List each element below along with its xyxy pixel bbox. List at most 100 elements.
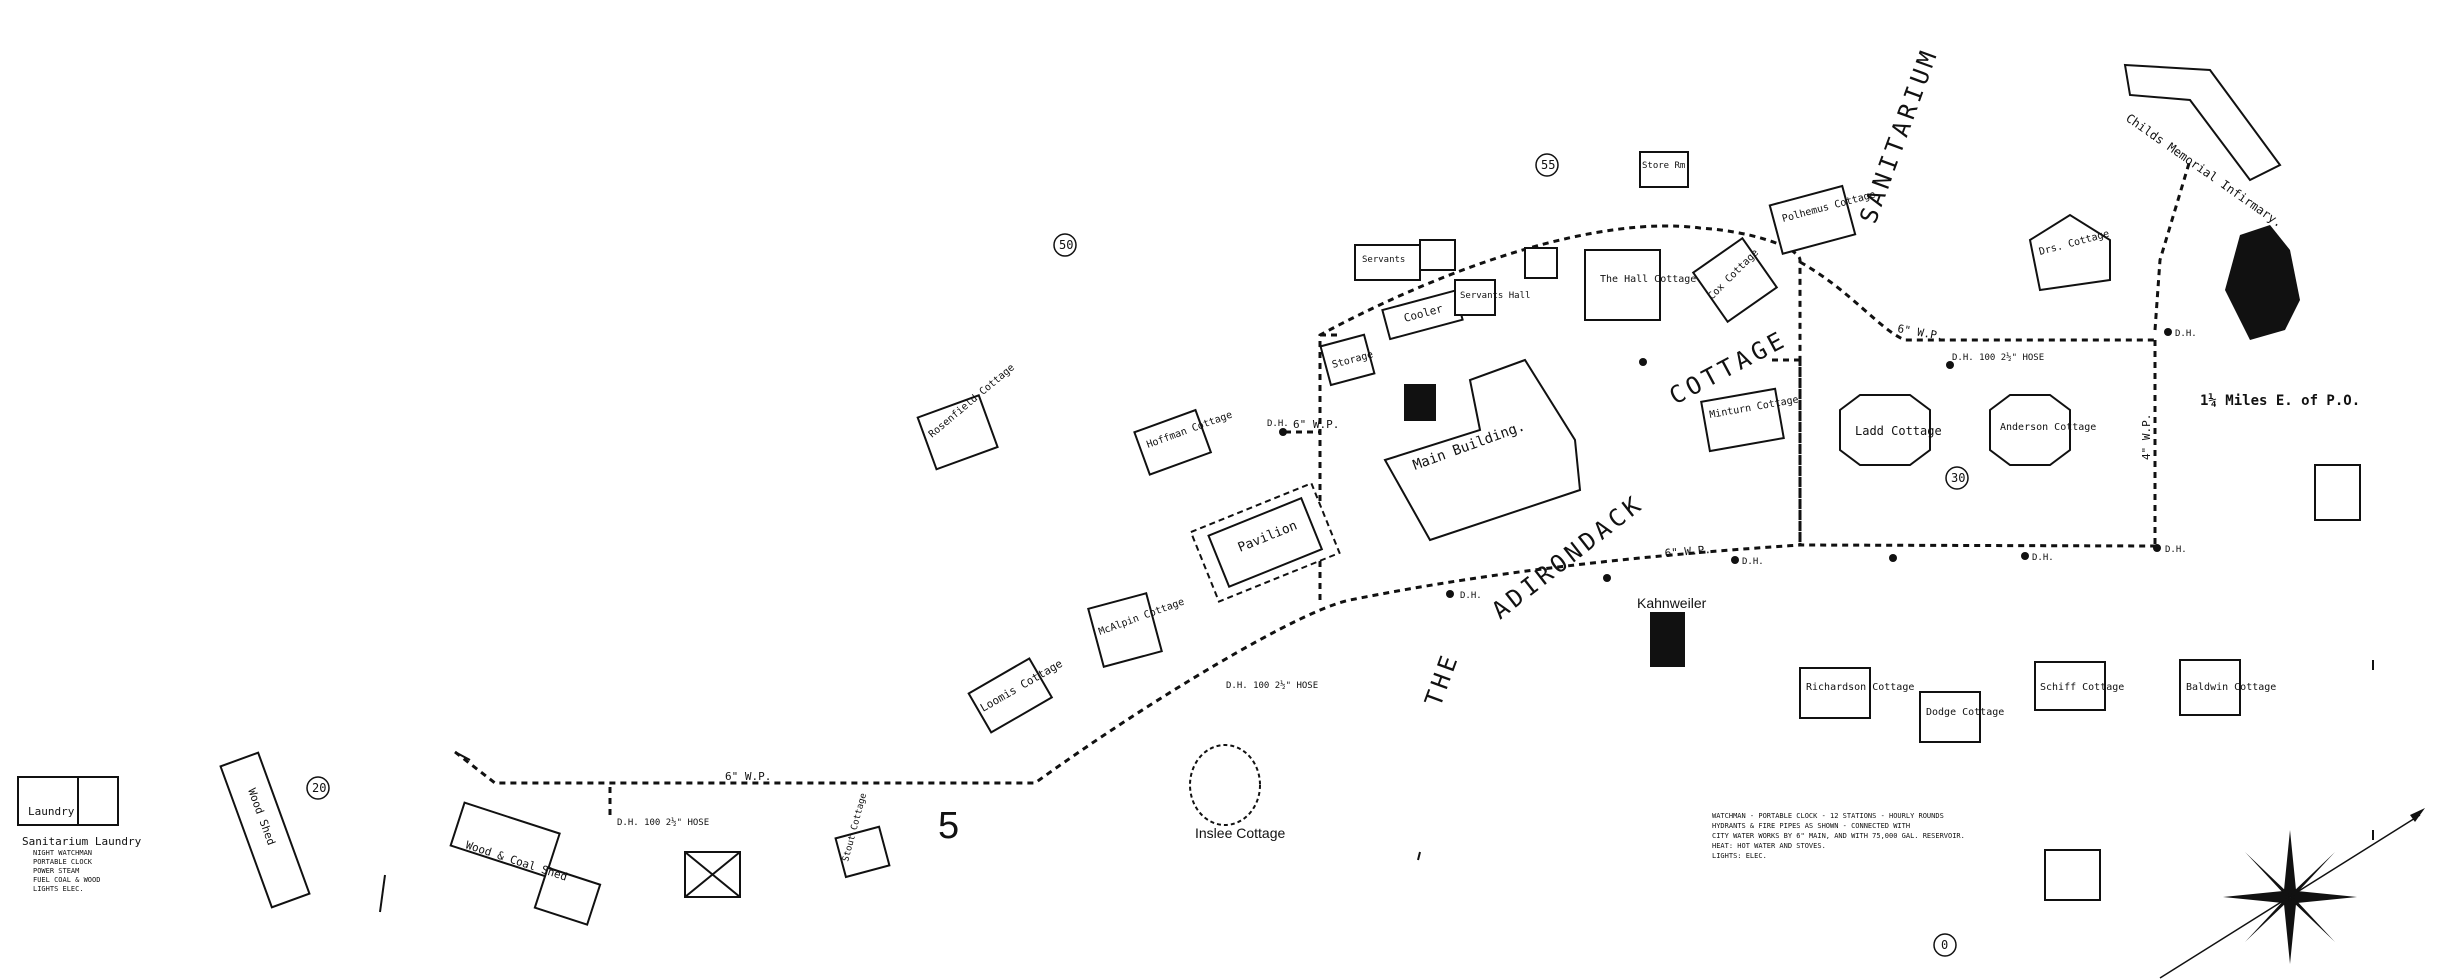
pavilion-label: Pavilion xyxy=(1236,518,1300,555)
servants-hall-footprint xyxy=(1454,279,1496,316)
hose-label-2: D.H. 100 2½" HOSE xyxy=(1226,680,1318,691)
minturn-cottage-label: Minturn Cottage xyxy=(1709,394,1800,421)
hydrant-label-3: D.H. xyxy=(1742,557,1764,567)
shed-footprint xyxy=(1524,247,1558,279)
loomis-cottage-footprint xyxy=(967,657,1054,734)
stray-marks xyxy=(379,660,2374,913)
drs-cottage-footprint xyxy=(2028,213,2111,292)
note-line-1: WATCHMAN - PORTABLE CLOCK - 12 STATIONS … xyxy=(1712,812,1944,820)
circled-number-50: 50 xyxy=(1059,238,1073,252)
kahnweiler-label: Kahnweiler xyxy=(1637,595,1707,611)
main-pipe-south xyxy=(454,543,2156,785)
hydrant-label-1: D.H. xyxy=(1267,419,1289,429)
wood-shed-footprint xyxy=(219,751,311,909)
inslee-cottage-label: Inslee Cottage xyxy=(1195,825,1285,841)
circled-number-0: 0 xyxy=(1941,938,1948,952)
baldwin-cottage-footprint xyxy=(2044,849,2101,901)
main-building-label: Main Building. xyxy=(1411,418,1527,473)
pipe-label-north: 6" W.P. xyxy=(1896,322,1944,343)
dodge-cottage-footprint xyxy=(2034,661,2106,711)
pipe-label-south: 6" W.P. xyxy=(1664,543,1711,560)
circled-number-20: 20 xyxy=(312,781,326,795)
ladd-cottage-footprint xyxy=(1839,394,1931,466)
note-line-3: CITY WATER WORKS BY 6" MAIN, AND WITH 75… xyxy=(1712,832,1965,840)
circled-number-30: 30 xyxy=(1951,471,1965,485)
main-building-footprint xyxy=(1383,358,1582,542)
stout-cottage-footprint xyxy=(834,825,891,879)
penfold-cottage-footprint xyxy=(1799,667,1871,719)
rosenfield-cottage-label: Rosenfield Cottage xyxy=(927,362,1017,440)
pipe-east-row xyxy=(1799,260,2155,342)
storage-label: Storage xyxy=(1331,349,1375,371)
wood-coal-shed-footprint xyxy=(449,801,561,878)
richardson-cottage-label: Dodge Cottage xyxy=(1926,707,2004,718)
laundry-note-5: LIGHTS ELEC. xyxy=(33,885,84,893)
laundry-footprint xyxy=(17,776,119,826)
hydrants xyxy=(1279,328,2172,598)
hydrant-label-5: D.H. xyxy=(2165,545,2187,555)
store-rm-footprint xyxy=(1639,151,1689,188)
dark-building-east xyxy=(2225,225,2300,340)
hydrant-label-4: D.H. xyxy=(2032,553,2054,563)
sheet-number: 5 xyxy=(938,805,959,847)
inslee-cottage-footprint xyxy=(1189,744,1261,826)
main-building-annex xyxy=(1404,384,1436,421)
mcalpin-cottage-label: McAlpin Cottage xyxy=(1097,597,1186,638)
cooler-label: Cooler xyxy=(1402,302,1444,325)
drs-cottage-label: Drs. Cottage xyxy=(2038,229,2111,258)
hydrant-label-6: D.H. xyxy=(2175,329,2197,339)
anderson-cottage-label: Anderson Cottage xyxy=(2000,422,2096,433)
schiff-cottage-footprint xyxy=(2179,659,2241,716)
laundry-label: Laundry xyxy=(28,805,75,818)
laundry-note-2: PORTABLE CLOCK xyxy=(33,858,93,866)
pavilion-footprint xyxy=(1207,496,1324,588)
store-rm-label: Store Rm. xyxy=(1642,161,1691,171)
pipe-label-west: 6" W.P. xyxy=(725,770,771,783)
hose-label-1: D.H. 100 2½" HOSE xyxy=(617,817,709,828)
dodge-cottage-label: Schiff Cottage xyxy=(2040,682,2124,693)
pipe-label-east: 4" W.P. xyxy=(2140,414,2153,460)
wood-shed-label: Wood Shed xyxy=(245,787,278,847)
solid-structures xyxy=(1650,225,2300,667)
watchman-notes-block: WATCHMAN - PORTABLE CLOCK - 12 STATIONS … xyxy=(1712,812,1965,860)
hoffman-cottage-footprint xyxy=(1133,408,1213,476)
mcalpin-cottage-footprint xyxy=(1087,592,1163,668)
circled-numbers xyxy=(306,153,1969,957)
polhemus-cottage-label: Polhemus Cottage xyxy=(1781,189,1877,225)
building-footprints xyxy=(17,63,2361,926)
pipe-label-pavilion: 6" W.P. xyxy=(1293,418,1339,431)
childs-infirmary-footprint xyxy=(2123,63,2282,182)
schiff-cottage-label: Baldwin Cottage xyxy=(2186,682,2276,693)
laundry-notes-block: NIGHT WATCHMAN PORTABLE CLOCK POWER STEA… xyxy=(33,849,100,893)
childs-infirmary-label: Childs Memorial Infirmary. xyxy=(2123,111,2285,230)
richardson-cottage-footprint xyxy=(1919,691,1981,743)
hall-cottage-label: The Hall Cottage. xyxy=(1600,274,1702,285)
note-line-5: LIGHTS: ELEC. xyxy=(1712,852,1767,860)
circled-number-55: 55 xyxy=(1541,158,1555,172)
kahnweiler-footprint xyxy=(1650,612,1685,667)
hoffman-cottage-label: Hoffman Cottage xyxy=(1145,410,1234,451)
servants-house-label: Servants xyxy=(1362,255,1405,265)
loomis-cottage-label: Loomis Cottage xyxy=(978,657,1065,715)
storage-footprint xyxy=(1319,333,1376,387)
compass-rose-icon xyxy=(2159,808,2425,979)
hydrant-label-2: D.H. xyxy=(1460,591,1482,601)
note-line-4: HEAT: HOT WATER AND STOVES. xyxy=(1712,842,1826,850)
wood-coal-shed-label: Wood & Coal Shed xyxy=(464,838,569,883)
hall-cottage-footprint xyxy=(1584,249,1661,321)
laundry-note-4: FUEL COAL & WOOD xyxy=(33,876,100,884)
polhemus-cottage-footprint xyxy=(1768,184,1857,255)
direction-note: 1¼ Miles E. of P.O. xyxy=(2200,393,2360,409)
minturn-cottage-footprint xyxy=(1700,387,1785,453)
ladd-cottage-label: Ladd Cottage xyxy=(1855,424,1942,438)
note-line-2: HYDRANTS & FIRE PIPES AS SHOWN - CONNECT… xyxy=(1712,822,1910,830)
laundry-note-1: NIGHT WATCHMAN xyxy=(33,849,92,857)
penfold-cottage-label: Richardson Cottage xyxy=(1806,682,1914,693)
hose-label-3: D.H. 100 2½" HOSE xyxy=(1952,352,2044,363)
east-cottage-footprint xyxy=(2314,464,2361,521)
rosenfield-cottage-footprint xyxy=(916,394,999,471)
cox-cottage-label: Cox Cottage xyxy=(1706,248,1761,303)
stout-cottage-label: Stout Cottage xyxy=(841,792,869,863)
